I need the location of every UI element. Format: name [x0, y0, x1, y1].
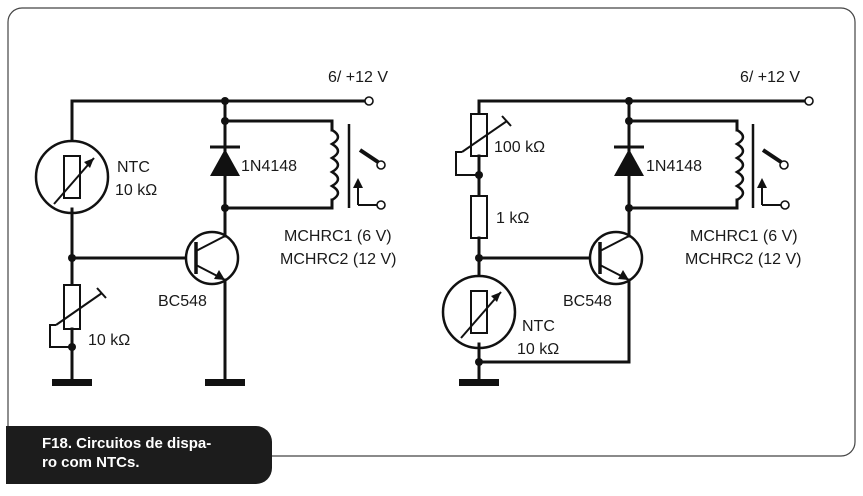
left-ntc-thermistor [34, 139, 110, 215]
left-trimmer-label: 10 kΩ [88, 332, 130, 349]
right-ntc-value: 10 kΩ [517, 341, 559, 358]
left-diode [210, 145, 240, 176]
right-relay-label-1: MCHRC1 (6 V) [690, 228, 798, 245]
right-supply-terminal [804, 96, 814, 106]
left-relay-label-1: MCHRC1 (6 V) [284, 228, 392, 245]
right-diode [614, 145, 644, 176]
right-ntc-thermistor [441, 274, 517, 350]
right-fixed-resistor [470, 195, 488, 239]
left-ground-1 [52, 379, 92, 386]
right-circuit: 6/ +12 V 100 kΩ 1 kΩ 1N4148 MCHRC1 (6 V)… [441, 69, 814, 386]
left-circuit: 6/ +12 V NTC 10 kΩ 1N4148 MCHRC1 (6 V) M… [34, 69, 396, 386]
right-resistor-label: 1 kΩ [496, 210, 529, 227]
left-supply-label: 6/ +12 V [328, 69, 388, 86]
right-ntc-label: NTC [522, 318, 555, 335]
right-ground [459, 379, 499, 386]
left-ntc-value: 10 kΩ [115, 182, 157, 199]
figure-frame [7, 7, 856, 457]
left-ground-2 [205, 379, 245, 386]
caption-line-2: ro com NTCs. [42, 454, 140, 471]
figure-caption: F18. Circuitos de dispa- ro com NTCs. [42, 434, 267, 472]
right-diode-label: 1N4148 [646, 158, 702, 175]
figure-caption-box: F18. Circuitos de dispa- ro com NTCs. [6, 426, 272, 484]
right-trimmer-resistor [455, 113, 512, 176]
left-relay-contact [353, 148, 386, 210]
caption-line-1: F18. Circuitos de dispa- [42, 435, 212, 452]
left-transistor-label: BC548 [158, 293, 207, 310]
left-diode-label: 1N4148 [241, 158, 297, 175]
left-relay-label-2: MCHRC2 (12 V) [280, 251, 396, 268]
left-relay-coil [329, 128, 340, 202]
left-transistor [184, 230, 240, 286]
right-relay-label-2: MCHRC2 (12 V) [685, 251, 801, 268]
right-transistor-label: BC548 [563, 293, 612, 310]
right-trimmer-label: 100 kΩ [494, 139, 545, 156]
right-supply-label: 6/ +12 V [740, 69, 800, 86]
right-relay-contact [757, 148, 790, 210]
left-ntc-label: NTC [117, 159, 150, 176]
right-relay-coil [734, 128, 745, 202]
left-supply-terminal [364, 96, 374, 106]
right-transistor [588, 230, 644, 286]
